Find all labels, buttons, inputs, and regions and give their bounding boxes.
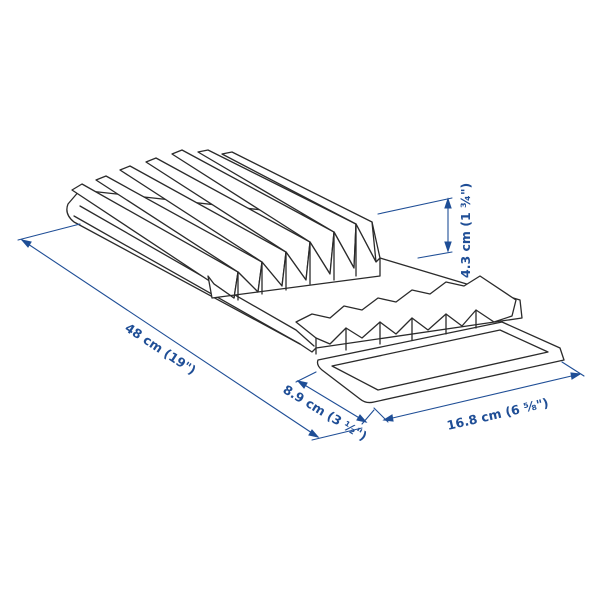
dimension-lines — [17, 197, 585, 441]
label-height: 4.3 cm (1 ¾") — [458, 183, 473, 278]
knife-tray-illustration — [66, 149, 565, 404]
dimension-height — [377, 197, 453, 259]
lower-tray-inner-rim — [331, 329, 549, 391]
dimension-total-width — [373, 361, 585, 423]
dimension-length — [17, 223, 363, 441]
lower-tray-base — [316, 321, 565, 404]
label-total-width: 16.8 cm (6 ⅝") — [445, 395, 550, 433]
upper-tray-left-wall — [79, 205, 315, 347]
dimension-insert-width — [295, 371, 375, 425]
label-length: 48 cm (19") — [122, 320, 199, 378]
front-insert-ridges — [295, 275, 517, 355]
upper-tray-lip — [73, 215, 301, 345]
knife-blade-ridges — [71, 149, 381, 301]
